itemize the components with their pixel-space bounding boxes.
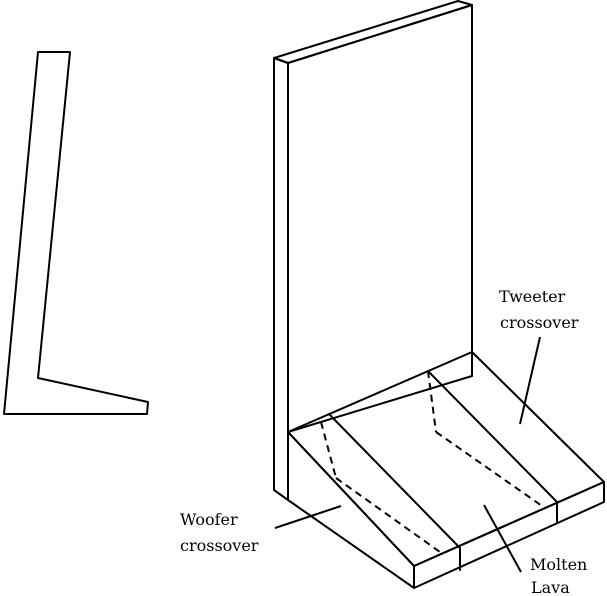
divider-line-1 bbox=[328, 413, 461, 549]
base-box bbox=[287, 351, 605, 589]
molten-lava-leader-line bbox=[483, 504, 522, 573]
divider-line-2 bbox=[427, 370, 558, 503]
molten-label-line2: Lava bbox=[531, 578, 570, 596]
tweeter-label-line1: Tweeter bbox=[499, 287, 566, 306]
back-panel-left-side bbox=[273, 57, 289, 501]
back-panel-top-edge bbox=[273, 0, 473, 64]
hidden-edge-1 bbox=[320, 421, 337, 479]
hidden-edge-4 bbox=[435, 431, 546, 509]
hidden-edge-3 bbox=[427, 370, 437, 433]
back-panel-front-face bbox=[287, 4, 473, 433]
woofer-label-line2: crossover bbox=[180, 536, 259, 555]
woofer-label-line1: Woofer bbox=[180, 510, 238, 529]
tweeter-label-line2: crossover bbox=[500, 313, 579, 332]
tweeter-leader-line bbox=[519, 336, 541, 425]
molten-label-line1: Molten bbox=[530, 555, 587, 574]
side-profile-outline bbox=[3, 51, 149, 415]
woofer-leader-line bbox=[274, 505, 342, 529]
hidden-edge-2 bbox=[335, 477, 441, 553]
base-left-face bbox=[287, 431, 415, 589]
